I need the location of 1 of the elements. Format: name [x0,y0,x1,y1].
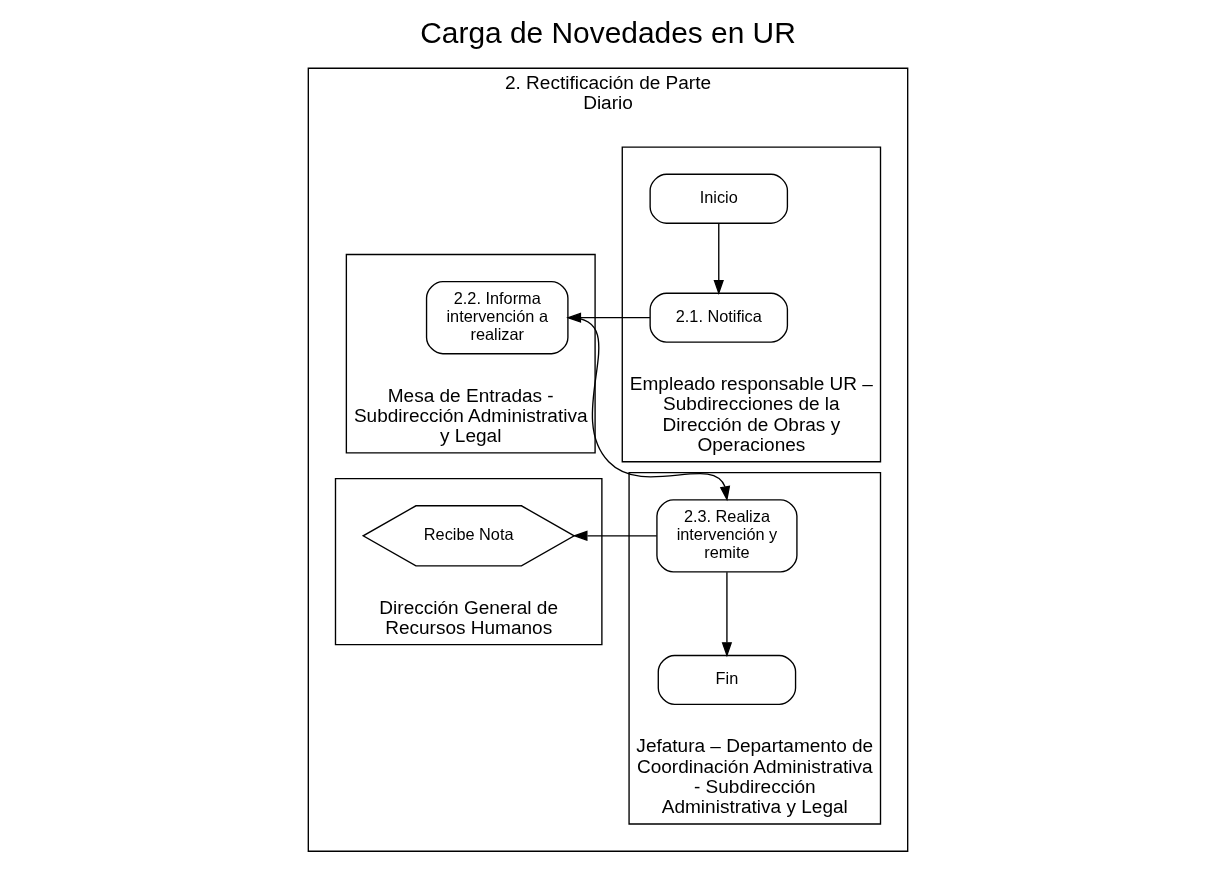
diagram-title: Carga de Novedades en UR [419,16,796,50]
